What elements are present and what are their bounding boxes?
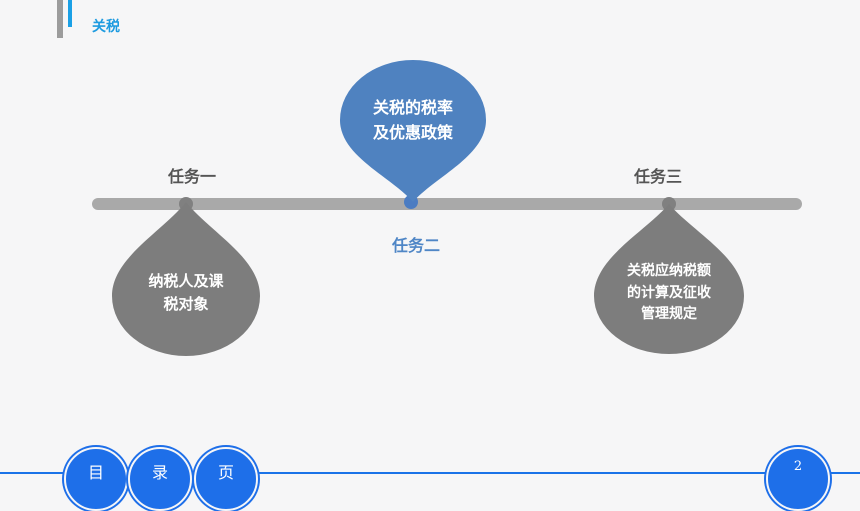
footer-nav-button-3[interactable]: 页 [194, 447, 258, 511]
footer-nav-button-1[interactable]: 目 [64, 447, 128, 511]
drop-shape-blue [340, 60, 486, 202]
drop-shape-gray [594, 204, 744, 354]
task-1-label: 任务一 [167, 167, 216, 186]
task-3-bubble[interactable]: 关税应纳税额 的计算及征收 管理规定 [592, 202, 746, 355]
task-1-bubble-text: 纳税人及课 税对象 [148, 272, 224, 314]
task-3-bubble-text: 关税应纳税额 的计算及征收 管理规定 [627, 263, 711, 323]
task-3-label: 任务三 [633, 167, 682, 186]
task-2-label: 任务二 [391, 236, 440, 255]
header-accent-bar [57, 0, 63, 38]
header-accent-bar-blue [68, 0, 72, 27]
slide-title: 关税 [92, 19, 120, 35]
footer-line [0, 472, 860, 474]
task-1-bubble[interactable]: 纳税人及课 税对象 [110, 200, 262, 358]
timeline-bar [92, 198, 802, 210]
footer-nav-button-2[interactable]: 录 [128, 447, 192, 511]
task-2-bubble-text: 关税的税率 及优惠政策 [372, 98, 453, 142]
task-2-bubble[interactable]: 关税的税率 及优惠政策 [338, 58, 488, 204]
drop-shape-gray [112, 202, 260, 356]
page-number: 2 [766, 447, 830, 511]
